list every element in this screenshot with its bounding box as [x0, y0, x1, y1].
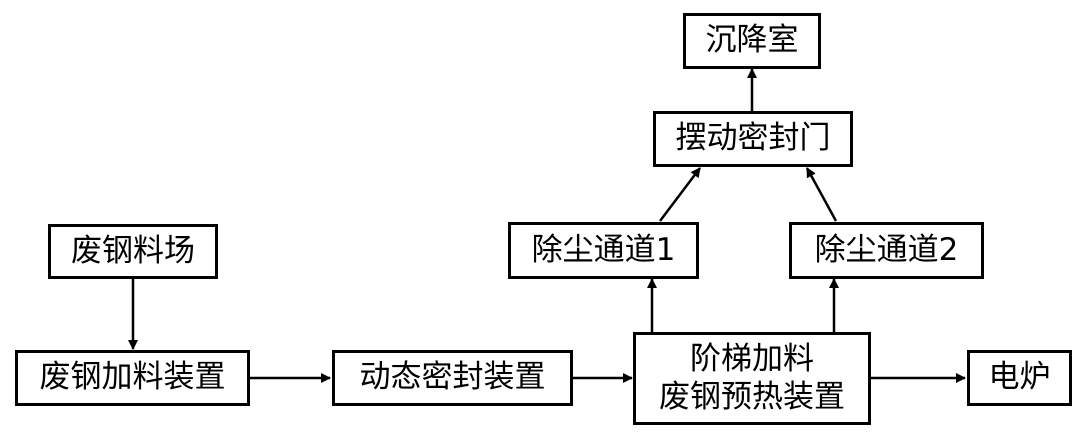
node-label: 除尘通道2 — [814, 231, 959, 268]
arrow-dust-channel-2-to-swing-door — [805, 167, 838, 222]
node-label: 电炉 — [988, 359, 1051, 396]
node-scrap-yard: 废钢料场 — [48, 224, 218, 279]
node-label-line-1: 阶梯加料 — [690, 341, 814, 378]
node-label: 除尘通道1 — [531, 231, 676, 268]
node-label: 沉降室 — [705, 22, 799, 59]
node-label: 摆动密封门 — [675, 120, 831, 157]
node-electric-furnace: 电炉 — [967, 350, 1072, 406]
node-dust-channel-2: 除尘通道2 — [789, 222, 984, 279]
node-label: 废钢加料装置 — [39, 359, 226, 396]
node-scrap-feeder: 废钢加料装置 — [15, 350, 250, 406]
node-preheater: 阶梯加料 废钢预热装置 — [633, 332, 871, 425]
node-settling-chamber: 沉降室 — [683, 13, 821, 69]
node-label-line-2: 废钢预热装置 — [659, 378, 845, 415]
node-swing-seal-door: 摆动密封门 — [653, 111, 853, 167]
node-label: 动态密封装置 — [359, 359, 546, 396]
node-dust-channel-1: 除尘通道1 — [508, 222, 699, 279]
node-label: 废钢料场 — [71, 232, 195, 269]
arrow-dust-channel-1-to-swing-door — [659, 167, 701, 222]
node-dynamic-seal: 动态密封装置 — [332, 350, 573, 406]
